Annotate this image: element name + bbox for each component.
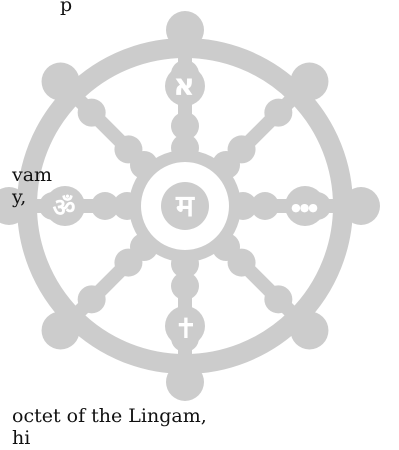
wheel-rim-knob xyxy=(166,363,204,401)
dots-glyph-icon: ●●● xyxy=(285,201,323,215)
wheel-spoke-bead xyxy=(78,99,106,127)
wheel-rim-knob xyxy=(166,11,204,49)
wheel-spoke-bead xyxy=(251,192,279,220)
om-glyph-icon: ॐ xyxy=(44,191,84,225)
cross-glyph-icon: ✝ xyxy=(169,312,203,346)
text-fragment-y: y, xyxy=(12,185,26,209)
wheel-spoke-bead xyxy=(264,99,292,127)
wheel-spoke-bead xyxy=(91,192,119,220)
ma-glyph-icon: म xyxy=(164,186,206,228)
wheel-rim-knob xyxy=(290,311,328,349)
wheel-spoke-bead xyxy=(171,272,199,300)
wheel-rim-knob xyxy=(42,63,80,101)
wheel-spoke-bead xyxy=(264,285,292,313)
text-fragment-top: p xyxy=(60,0,72,17)
wheel-rim-knob xyxy=(42,311,80,349)
text-fragment-vam: vam xyxy=(12,163,52,187)
wheel-rim-knob xyxy=(290,63,328,101)
wheel-spoke-bead xyxy=(228,135,256,163)
wheel-spoke-bead xyxy=(171,112,199,140)
wheel-spoke-bead xyxy=(228,249,256,277)
aleph-glyph-icon: א xyxy=(164,66,204,106)
wheel-spoke-bead xyxy=(114,135,142,163)
text-fragment-bottom: hi xyxy=(12,426,30,450)
text-fragment-lingam: octet of the Lingam, xyxy=(12,404,207,428)
wheel-rim-knob xyxy=(342,187,380,225)
wheel-spoke-bead xyxy=(114,249,142,277)
wheel-spoke-bead xyxy=(78,285,106,313)
